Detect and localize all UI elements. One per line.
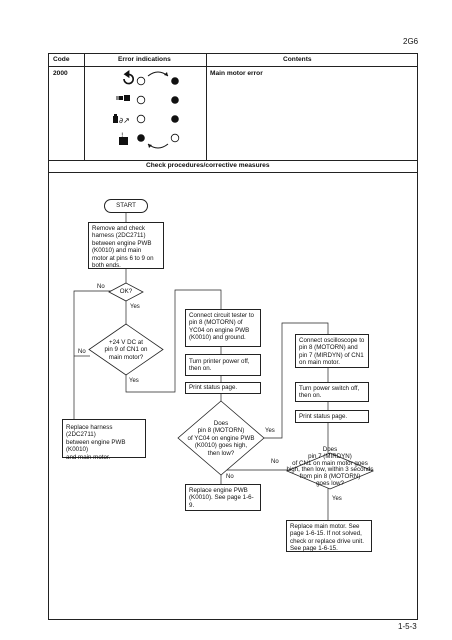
ready-icon: [123, 70, 134, 85]
led-2-3: [171, 115, 179, 123]
ok-decision: [108, 282, 144, 302]
mirdyn-yes-label: Yes: [332, 496, 342, 502]
toner-icon: ∂↗: [113, 114, 130, 125]
check-header-bottom-line: [48, 172, 418, 173]
led-1-4: [137, 134, 145, 142]
print-status-step-1: Print status page.: [185, 382, 261, 394]
motorn-no-label: No: [226, 474, 234, 480]
page-number: 1-5-3: [398, 622, 417, 631]
led-2-4: [170, 133, 180, 143]
led-1-1: [136, 76, 146, 86]
check-header-top-line: [48, 160, 418, 161]
print-status-step-2: Print status page.: [295, 410, 369, 423]
replace-engine-pwb-step: Replace engine PWB(K0010). See page 1-6-…: [185, 484, 261, 511]
led-1-2: [136, 95, 146, 105]
replace-harness-step: Replace harness (2DC2711)between engine …: [62, 419, 146, 461]
col-code-header: Code: [53, 56, 70, 63]
start-terminal: START: [104, 199, 148, 213]
attention-icon: !: [119, 132, 128, 145]
ok-no-label: No: [97, 284, 105, 290]
24v-no-label: No: [78, 349, 86, 355]
mirdyn-no-label: No: [271, 459, 279, 465]
24v-yes-label: Yes: [129, 378, 139, 384]
page-reference: 2G6: [403, 37, 419, 46]
motorn-decision: [177, 400, 265, 476]
24v-decision: [88, 323, 164, 376]
ok-yes-label: Yes: [130, 304, 140, 310]
header-row-bottom-line: [48, 66, 418, 67]
led-1-3: [136, 114, 146, 124]
data-icon: [116, 95, 130, 101]
error-table: [48, 53, 418, 620]
led-2-2: [171, 96, 179, 104]
col-error-header: Error indications: [118, 56, 171, 63]
mirdyn-decision: [286, 452, 374, 490]
col-contents-header: Contents: [283, 56, 312, 63]
col-divider-1: [84, 53, 85, 160]
svg-text:!: !: [121, 132, 123, 139]
check-procedures-header: Check procedures/corrective measures: [146, 162, 270, 169]
motorn-yes-label: Yes: [265, 428, 275, 434]
ok-question: OK?: [119, 288, 133, 295]
turn-power-switch-step: Turn power switch off,then on.: [295, 382, 369, 402]
col-divider-2: [206, 53, 207, 160]
svg-text:∂↗: ∂↗: [119, 116, 130, 125]
turn-power-off-on-step: Turn printer power off,then on.: [185, 354, 261, 376]
error-indication-diagram: ∂↗ !: [113, 70, 180, 149]
error-code: 2000: [53, 70, 68, 77]
error-contents: Main motor error: [210, 70, 263, 77]
led-2-1: [171, 77, 179, 85]
